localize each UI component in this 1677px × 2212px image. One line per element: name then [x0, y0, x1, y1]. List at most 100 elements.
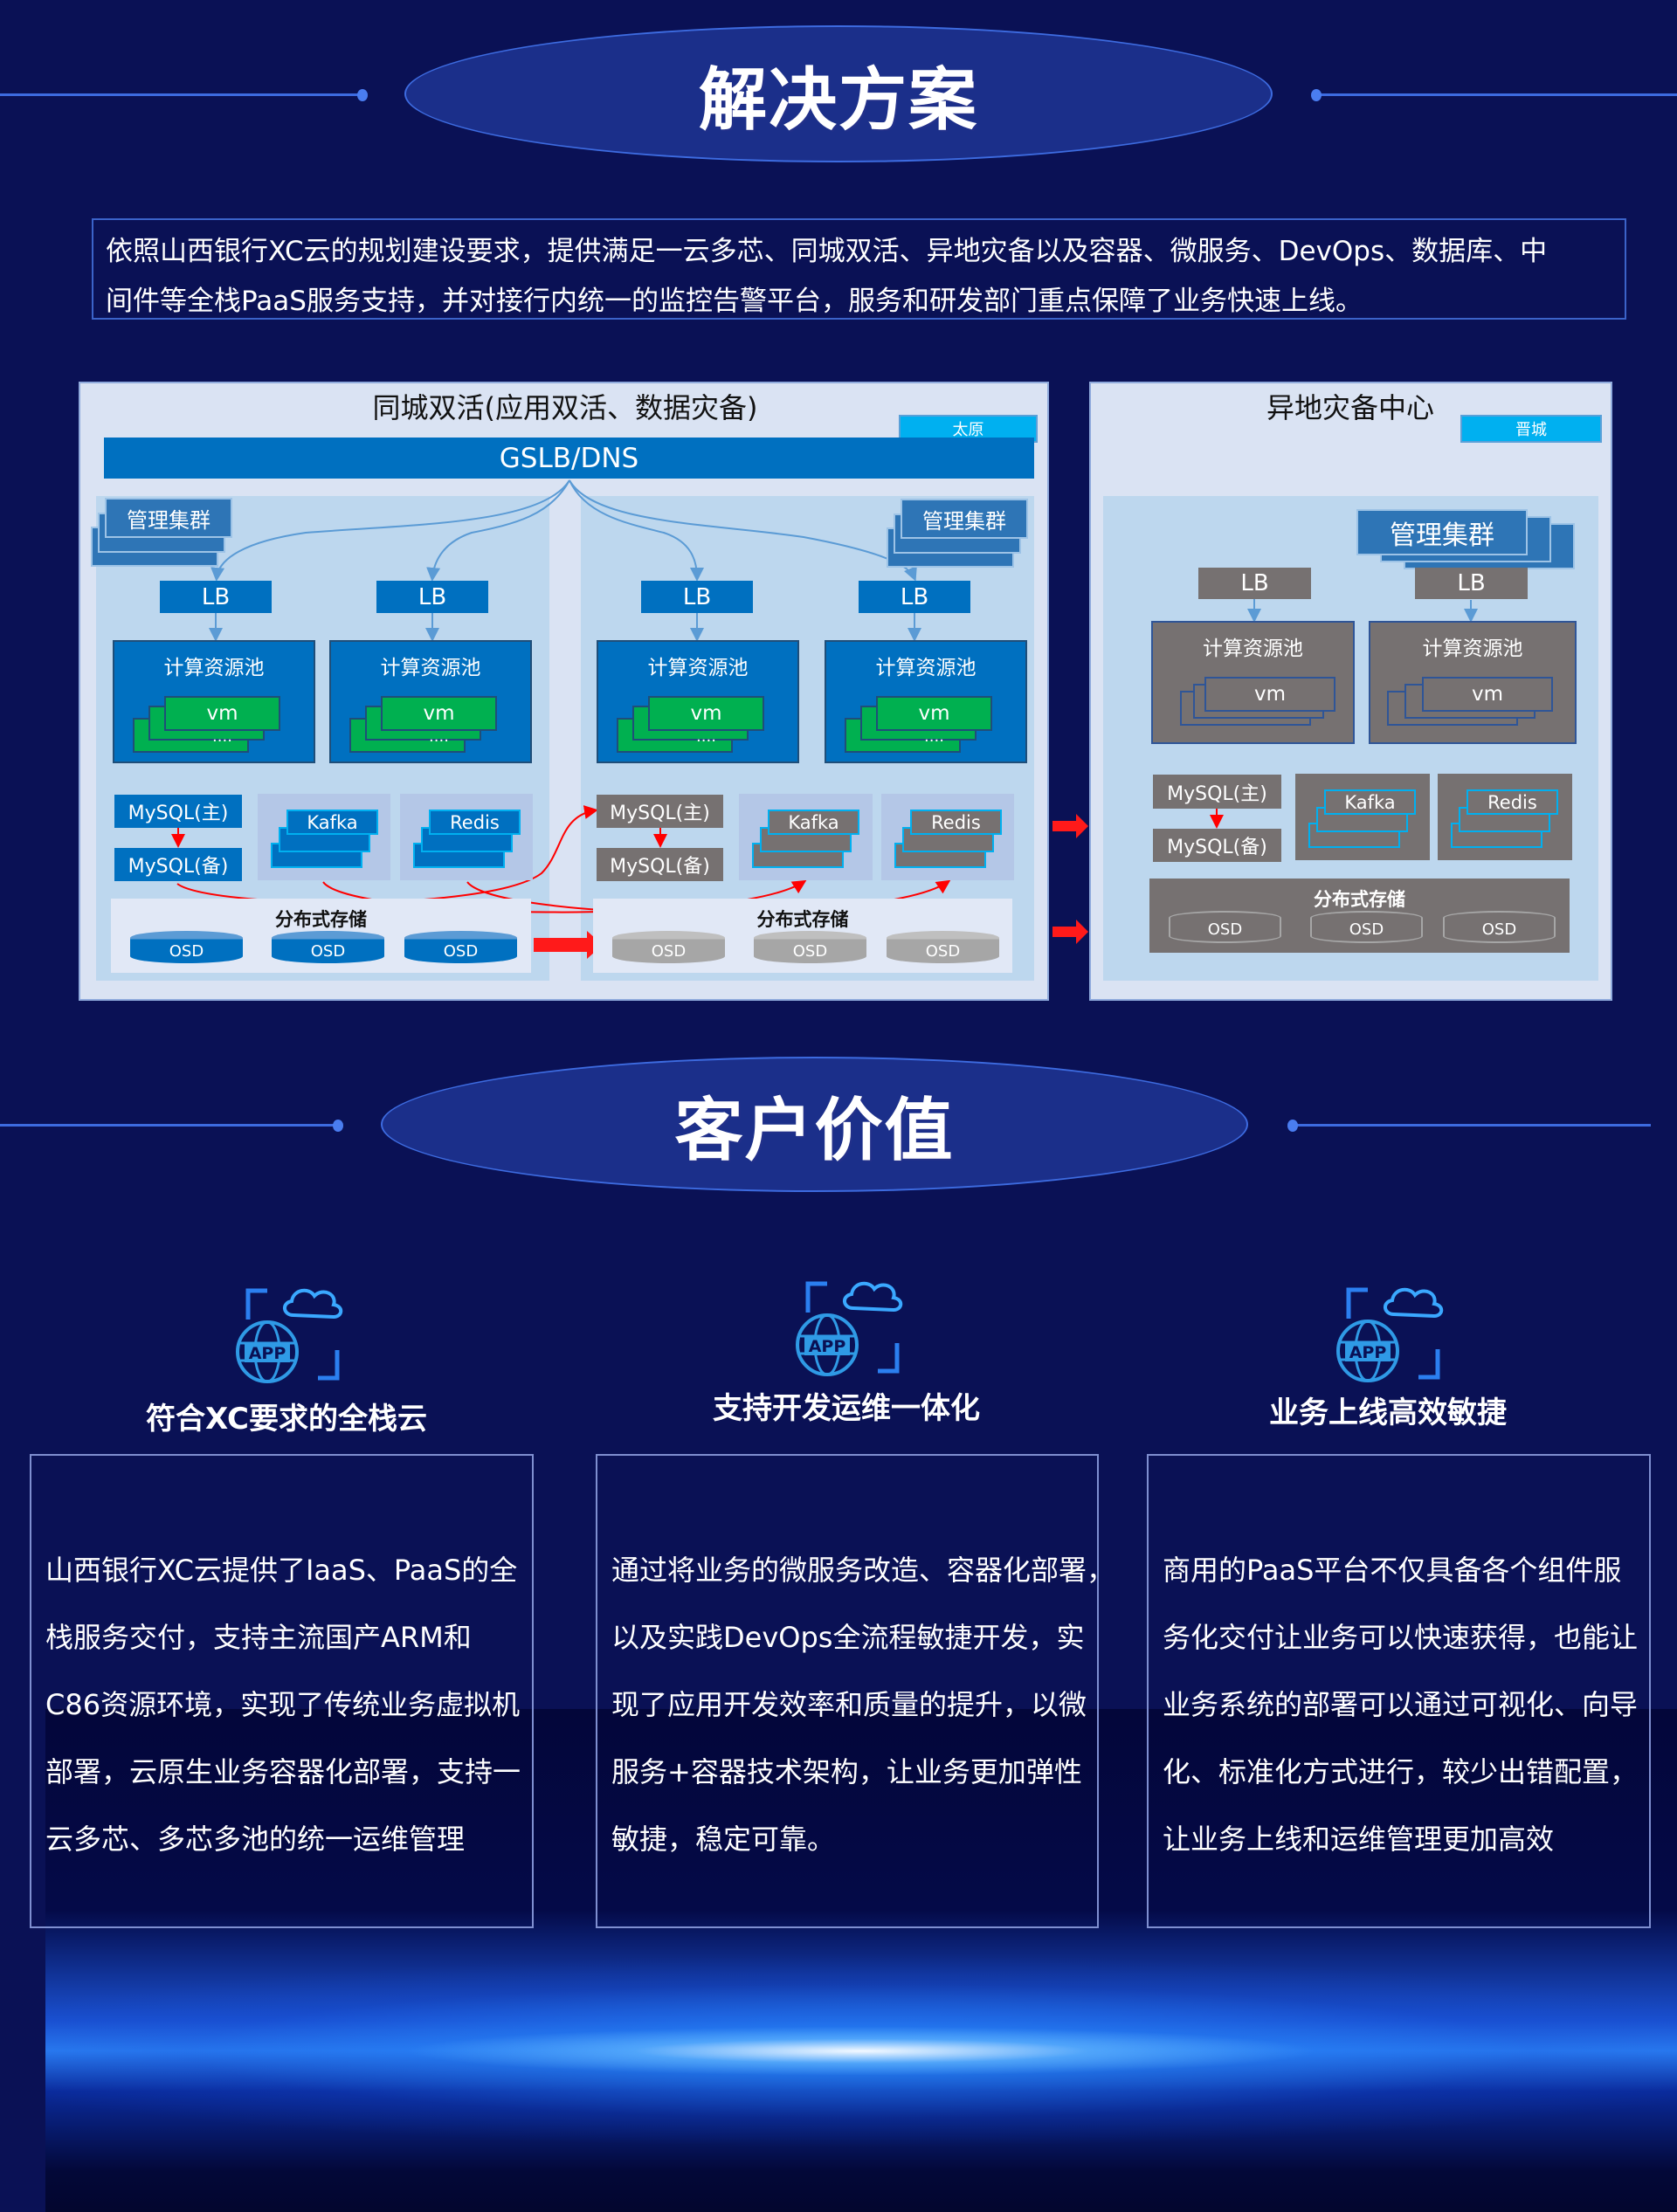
intro-line: 依照山西银行XC云的规划建设要求，提供满足一云多芯、同城双活、异地灾备以及容器、… [106, 236, 1548, 267]
mysql-standby-box: MySQL(备) [597, 848, 723, 881]
cloud-app-icon: APP [1333, 1279, 1446, 1386]
osd-disk: OSD [1310, 911, 1423, 943]
vm-more-indicator: .... [212, 727, 232, 746]
value-card-line: 云多芯、多芯多池的统一运维管理 [45, 1823, 466, 1856]
load-balancer-box: LB [160, 581, 272, 613]
location-tag-jincheng: 晋城 [1460, 415, 1602, 443]
cloud-app-icon: APP [232, 1280, 346, 1387]
intro-line: 间件等全栈PaaS服务支持，并对接行内统一的监控告警平台，服务和研发部门重点保障… [106, 286, 1363, 317]
redis-group: Redis [1438, 774, 1572, 860]
vm-more-indicator: .... [429, 727, 449, 746]
compute-pool-title: 计算资源池 [875, 657, 977, 679]
redis-instance: Redis [910, 810, 1002, 835]
compute-pool-title: 计算资源池 [1422, 637, 1523, 660]
header-dot-right [1311, 89, 1322, 101]
mysql-standby-box: MySQL(备) [114, 848, 242, 881]
distributed-storage-title: 分布式存储 [1314, 889, 1405, 910]
intro-text-box: 依照山西银行XC云的规划建设要求，提供满足一云多芯、同城双活、异地灾备以及容器、… [92, 218, 1626, 320]
value-card-line: 化、标准化方式进行，较少出错配置， [1163, 1755, 1639, 1788]
svg-text:APP: APP [809, 1337, 846, 1356]
value-card: 山西银行XC云提供了IaaS、PaaS的全栈服务交付，支持主流国产ARM和 C86… [30, 1454, 534, 1928]
mysql-master-box: MySQL(主) [597, 795, 723, 828]
gslb-to-lb-connector [569, 479, 704, 582]
osd-disk: OSD [404, 931, 517, 963]
value-header-dot-left [333, 1120, 343, 1132]
value-card-line: 服务+容器技术架构，让业务更加弹性 [611, 1755, 1082, 1788]
compute-pool-title: 计算资源池 [1203, 637, 1303, 660]
value-card-line: 务化交付让业务可以快速获得，也能让 [1163, 1621, 1639, 1654]
compute-pool-title: 计算资源池 [647, 657, 749, 679]
header-dot-left [357, 89, 368, 101]
vm-instance: vm [876, 696, 992, 731]
mysql-master-box: MySQL(主) [114, 795, 242, 828]
dr-site-title: 异地灾备中心 [1266, 391, 1435, 424]
value-header-dot-right [1287, 1120, 1298, 1132]
compute-pool-title: 计算资源池 [163, 657, 265, 679]
value-card-line: 山西银行XC云提供了IaaS、PaaS的全 [45, 1554, 518, 1587]
management-cluster-box: 管理集群 [1356, 509, 1528, 555]
load-balancer-box: LB [859, 581, 970, 613]
vm-instance: vm [164, 696, 280, 731]
value-section-title: 客户价值 [674, 1091, 955, 1170]
value-card-title: 支持开发运维一体化 [713, 1391, 980, 1426]
gslb-to-lb-connector [210, 479, 570, 582]
redis-group: Redis [400, 794, 533, 880]
osd-disk: OSD [887, 931, 999, 963]
kafka-group: Kafka [258, 794, 390, 880]
bottom-light-background [45, 1709, 1677, 2212]
value-card-line: 通过将业务的微服务改造、容器化部署， [611, 1554, 1115, 1587]
value-card: 商用的PaaS平台不仅具备各个组件服务化交付让业务可以快速获得，也能让业务系统的… [1147, 1454, 1651, 1928]
kafka-group: Kafka [739, 794, 873, 880]
dr-storage-sync-arrow [1052, 920, 1088, 944]
value-card-line: 部署，云原生业务容器化部署，支持一 [45, 1755, 521, 1788]
kafka-group: Kafka [1295, 774, 1430, 860]
vm-instance: vm [648, 696, 764, 731]
solution-section-title: 解决方案 [698, 60, 978, 140]
primary-site-title: 同城双活(应用双活、数据灾备) [372, 391, 758, 424]
kafka-instance: Kafka [1324, 789, 1416, 815]
vm-more-indicator: .... [924, 727, 944, 746]
svg-text:APP: APP [1349, 1343, 1387, 1362]
load-balancer-box: LB [641, 581, 753, 613]
value-card-line: 商用的PaaS平台不仅具备各个组件服 [1163, 1554, 1622, 1587]
header-line-left [0, 93, 362, 96]
osd-disk: OSD [130, 931, 243, 963]
osd-disk: OSD [1443, 911, 1556, 943]
compute-pool-title: 计算资源池 [380, 657, 481, 679]
diagram-connectors [171, 479, 1478, 959]
kafka-instance: Kafka [768, 810, 859, 835]
value-card: 通过将业务的微服务改造、容器化部署，以及实践DevOps全流程敏捷开发，实现了应… [596, 1454, 1115, 1928]
value-section-header: 客户价值 [381, 1057, 1248, 1192]
osd-disk: OSD [272, 931, 384, 963]
osd-disk: OSD [1169, 911, 1281, 943]
load-balancer-box: LB [1198, 568, 1311, 599]
osd-disk: OSD [612, 931, 725, 963]
kafka-instance: Kafka [286, 810, 378, 835]
header-line-right [1315, 93, 1677, 96]
value-card-title: 业务上线高效敏捷 [1269, 1395, 1507, 1430]
mysql-standby-box: MySQL(备) [1153, 829, 1281, 862]
value-card-line: 让业务上线和运维管理更加高效 [1163, 1823, 1555, 1856]
svg-text:APP: APP [249, 1344, 286, 1363]
value-card-line: 现了应用开发效率和质量的提升，以微 [611, 1688, 1087, 1721]
value-card-line: C86资源环境，实现了传统业务虚拟机 [45, 1688, 521, 1721]
redis-instance: Redis [429, 810, 521, 835]
redis-group: Redis [881, 794, 1014, 880]
osd-disk: OSD [754, 931, 866, 963]
management-cluster-box: 管理集群 [901, 499, 1028, 539]
redis-instance: Redis [1467, 789, 1558, 815]
load-balancer-box: LB [1415, 568, 1528, 599]
gslb-dns-bar: GSLB/DNS [104, 438, 1034, 479]
mysql-master-box: MySQL(主) [1153, 775, 1281, 809]
value-card-line: 敏捷，稳定可靠。 [611, 1823, 836, 1856]
value-card-line: 栈服务交付，支持主流国产ARM和 [45, 1621, 472, 1654]
compute-resource-pool: 计算资源池 vm.... [113, 640, 315, 763]
